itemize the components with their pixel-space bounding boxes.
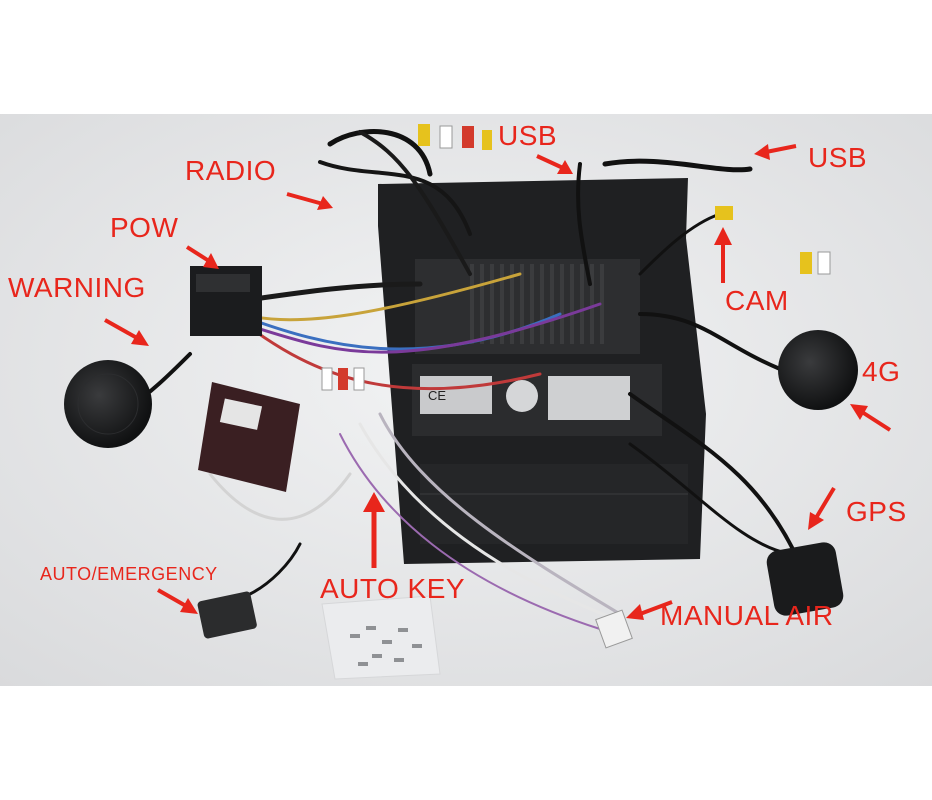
buzzer-speaker xyxy=(64,360,152,448)
arrow-manual-air-icon xyxy=(626,600,673,620)
head-unit: CE xyxy=(378,178,706,564)
label-usb-top: USB xyxy=(498,120,558,151)
label-manual-air: MANUAL AIR xyxy=(660,600,834,631)
arrow-4g-icon xyxy=(850,404,892,432)
label-radio: RADIO xyxy=(185,155,277,186)
manual-air-connector xyxy=(595,609,633,649)
label-4g: 4G xyxy=(862,356,901,387)
ce-mark: CE xyxy=(428,388,446,403)
rca-plugs xyxy=(321,124,831,391)
arrow-radio-icon xyxy=(286,192,333,210)
label-warning: WARNING xyxy=(8,272,146,303)
wiring-harness xyxy=(118,129,802,630)
canbus-box xyxy=(198,382,300,492)
label-usb-right: USB xyxy=(808,142,868,173)
arrow-pow-icon xyxy=(185,245,219,269)
arrow-gps-icon xyxy=(808,486,836,530)
label-auto-emergency: AUTO/EMERGENCY xyxy=(40,564,218,584)
label-gps: GPS xyxy=(846,496,907,527)
arrow-warning-icon xyxy=(104,318,149,346)
gps-antenna xyxy=(766,542,844,616)
label-pow: POW xyxy=(110,212,179,243)
arrow-cam-icon xyxy=(714,227,732,283)
screw-bag xyxy=(321,595,441,680)
product-photo: CE xyxy=(0,114,932,686)
arrow-auto-emergency-icon xyxy=(157,588,198,614)
arrow-usb-top-icon xyxy=(536,154,573,174)
arrow-auto-key-icon xyxy=(363,492,385,568)
emergency-switch xyxy=(197,591,257,639)
label-cam: CAM xyxy=(725,285,789,316)
label-auto-key: AUTO KEY xyxy=(320,573,466,604)
arrow-usb-right-icon xyxy=(754,144,797,160)
4g-antenna xyxy=(778,330,858,410)
